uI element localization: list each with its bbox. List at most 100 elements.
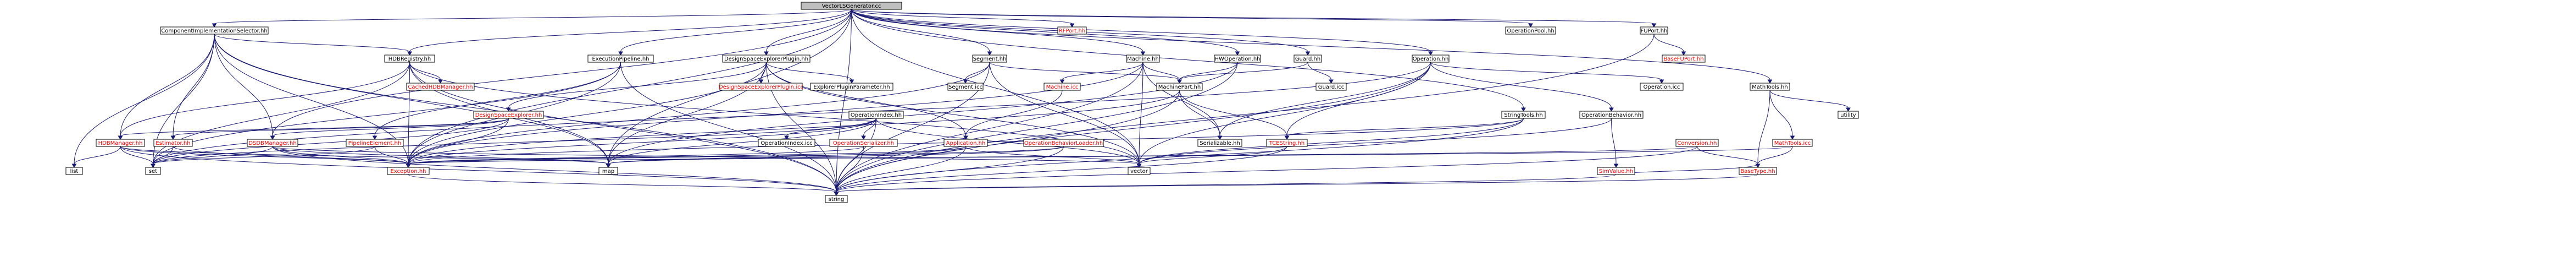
- node-guard[interactable]: Guard.hh: [1293, 55, 1322, 63]
- node-opicc[interactable]: Operation.icc: [1640, 83, 1684, 91]
- node-machinepart[interactable]: MachinePart.hh: [1156, 83, 1203, 91]
- edge-arrowhead-fuport-to-basefuport: [1681, 51, 1686, 56]
- edge-dsdbmanager-to-string: [272, 146, 837, 193]
- node-opbehaviorloader[interactable]: OperationBehaviorLoader.hh: [1023, 139, 1104, 147]
- edge-arrowhead-opindex-to-opindexicc: [784, 135, 789, 140]
- node-box-list: [65, 167, 83, 175]
- node-basetype[interactable]: BaseType.hh: [1739, 167, 1777, 175]
- node-cachedhdb[interactable]: CachedHDBManager.hh: [406, 83, 475, 91]
- edge-arrowhead-mathtoolsicc-to-basetype: [1755, 164, 1761, 168]
- node-opindex[interactable]: OperationIndex.hh: [848, 111, 904, 119]
- node-opindexicc[interactable]: OperationIndex.icc: [758, 139, 815, 147]
- edge-segment-to-segmenticc: [965, 62, 990, 80]
- node-box-estimator: [153, 139, 193, 147]
- edge-segment-to-vector: [989, 62, 1140, 165]
- node-stringtools[interactable]: StringTools.hh: [1501, 111, 1546, 119]
- node-basefuport[interactable]: BaseFUPort.hh: [1662, 55, 1706, 63]
- node-exec[interactable]: ExecutionPipeline.hh: [587, 55, 654, 63]
- node-oppool[interactable]: OperationPool.hh: [1505, 26, 1556, 35]
- node-operation[interactable]: Operation.hh: [1412, 55, 1450, 63]
- node-box-opbehavior: [1579, 111, 1644, 119]
- node-box-conversion: [1675, 139, 1719, 147]
- edge-arrowhead-opindex-to-opserializer: [861, 135, 866, 140]
- node-guardicc[interactable]: Guard.icc: [1315, 83, 1347, 91]
- node-dsdbmanager[interactable]: DSDBManager.hh: [247, 139, 298, 147]
- node-label-opserializer: OperationSerializer.hh: [833, 140, 894, 146]
- node-box-operation: [1412, 55, 1450, 63]
- node-explorerparam[interactable]: ExplorerPluginParameter.hh: [810, 83, 893, 91]
- node-opbehavior[interactable]: OperationBehavior.hh: [1579, 111, 1644, 119]
- edge-arrowhead-root-to-exec: [618, 51, 623, 56]
- edge-machinepart-to-tcestring: [1179, 90, 1287, 137]
- node-machineicc[interactable]: Machine.icc: [1043, 83, 1081, 91]
- node-box-hwop: [1214, 55, 1261, 63]
- node-segment[interactable]: Segment.hh: [972, 55, 1007, 63]
- node-opserializer[interactable]: OperationSerializer.hh: [829, 139, 898, 147]
- node-label-estimator: Estimator.hh: [156, 140, 190, 146]
- dependency-edges: [71, 9, 1851, 196]
- edge-opindex-to-set: [153, 118, 876, 165]
- node-label-opindexicc: OperationIndex.icc: [760, 140, 812, 146]
- edge-segment-to-machinepart: [989, 62, 1180, 80]
- edge-arrowhead-root-to-machine: [1140, 51, 1146, 56]
- node-tcestring[interactable]: TCEString.hh: [1266, 139, 1308, 147]
- edge-arrowhead-root-to-guard: [1305, 51, 1311, 56]
- node-hdbreg[interactable]: HDBRegistry.hh: [384, 55, 435, 63]
- edge-segment-to-string: [836, 62, 990, 193]
- node-exception[interactable]: Exception.hh: [387, 167, 430, 175]
- edge-arrowhead-exec-to-pipeline: [372, 135, 377, 140]
- node-fuport[interactable]: FUPort.hh: [1640, 26, 1668, 35]
- node-mathtools[interactable]: MathTools.hh: [1750, 83, 1790, 91]
- node-cis[interactable]: ComponentImplementationSelector.hh: [160, 26, 269, 35]
- node-label-root: VectorLSGenerator.cc: [822, 3, 881, 9]
- node-segmenticc[interactable]: Segment.icc: [947, 83, 984, 91]
- edge-operation-to-serializable: [1219, 62, 1431, 137]
- edge-machinepart-to-serializable: [1179, 90, 1220, 137]
- edge-fuport-to-string: [836, 34, 1655, 193]
- edge-opbehaviorloader-to-exception: [408, 146, 1064, 165]
- edge-root-to-mathtools: [851, 9, 1770, 80]
- edge-application-to-string: [836, 146, 966, 193]
- node-box-simvalue: [1597, 167, 1635, 175]
- edge-guard-to-machinepart: [1179, 62, 1308, 80]
- node-pipeline[interactable]: PipelineElement.hh: [346, 139, 404, 147]
- node-hdbmanager[interactable]: HDBManager.hh: [96, 139, 145, 147]
- edge-arrowhead-root-to-stringtools: [1521, 107, 1526, 112]
- edge-arrowhead-operation-to-opicc: [1659, 79, 1664, 84]
- node-dsep[interactable]: DesignSpaceExplorerPlugin.hh: [722, 55, 810, 63]
- edge-arrowhead-dsep-to-explorerparam: [849, 79, 854, 84]
- edge-root-to-exception: [408, 9, 852, 165]
- edge-dse-to-exception: [408, 118, 509, 165]
- node-dse[interactable]: DesignSpaceExplorer.hh: [473, 111, 544, 119]
- node-machine[interactable]: Machine.hh: [1126, 55, 1160, 63]
- node-simvalue[interactable]: SimValue.hh: [1597, 167, 1635, 175]
- node-label-application: Application.hh: [946, 140, 986, 146]
- node-dsepcc[interactable]: DesignSpaceExplorerPlugin.icc: [719, 83, 803, 91]
- node-map: map: [598, 167, 618, 175]
- edge-arrowhead-dsep-to-dsepcc: [758, 79, 764, 84]
- edge-root-to-machine: [851, 9, 1143, 52]
- node-box-root: [801, 2, 902, 10]
- node-estimator[interactable]: Estimator.hh: [153, 139, 193, 147]
- edge-mathtoolsicc-to-exception: [408, 146, 1793, 165]
- edge-hdbmanager-to-map: [120, 146, 609, 165]
- node-serializable[interactable]: Serializable.hh: [1197, 139, 1242, 147]
- edge-arrowhead-root-to-segment: [987, 51, 992, 56]
- node-hwop[interactable]: HWOperation.hh: [1214, 55, 1261, 63]
- edge-opserializer-to-exception: [408, 146, 864, 165]
- node-application[interactable]: Application.hh: [943, 139, 988, 147]
- edge-opserializer-to-string: [836, 146, 864, 193]
- edge-operation-to-opbehavior: [1430, 62, 1612, 108]
- node-root: VectorLSGenerator.cc: [801, 2, 902, 10]
- node-box-dsep: [722, 55, 810, 63]
- edge-root-to-stringtools: [851, 9, 1524, 108]
- node-label-operation: Operation.hh: [1413, 56, 1449, 62]
- node-conversion[interactable]: Conversion.hh: [1675, 139, 1719, 147]
- node-rfport[interactable]: RFPort.hh: [1057, 26, 1087, 35]
- node-mathtoolsicc[interactable]: MathTools.icc: [1772, 139, 1813, 147]
- node-box-dsepcc: [719, 83, 803, 91]
- node-box-basetype: [1739, 167, 1777, 175]
- edge-hdbreg-to-cachedhdb: [409, 62, 441, 80]
- node-box-fuport: [1640, 26, 1668, 35]
- edge-application-to-map: [608, 146, 966, 165]
